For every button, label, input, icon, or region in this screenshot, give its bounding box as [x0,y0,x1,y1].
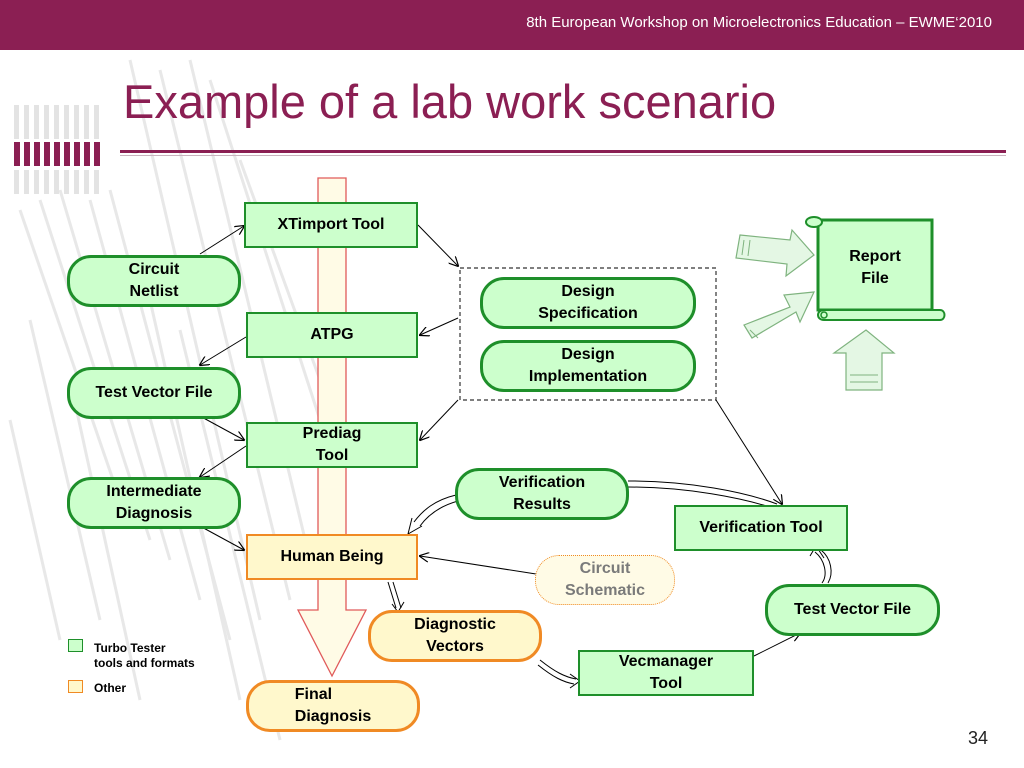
arrow-intermediate-to-human [197,524,244,550]
slide-title: Example of a lab work scenario [123,75,777,128]
block-arrow-report-2 [743,291,815,339]
double-arrow-verif-results [627,480,778,505]
legend-label-turbo-tester: Turbo Tester tools and formats [94,641,195,670]
arrow-atpg-to-testvector [200,336,247,365]
arrow-xtimport-to-design [417,224,458,266]
circuit-netlist-box: Circuit Netlist [67,255,241,307]
arrow-design-to-atpg [420,317,459,335]
circuit-schematic-box: Circuit Schematic [535,555,675,605]
arrow-testvector-to-prediag [197,414,244,440]
page-number: 34 [967,728,988,748]
decorative-background-pattern [8,59,322,741]
design-specification-box: Design Specification [480,277,696,329]
double-arrow-testvector-to-verif [814,551,826,584]
block-arrow-report-1 [735,228,815,278]
block-arrow-report-3 [832,329,896,391]
final-diagnosis-box: Final Diagnosis [246,680,420,732]
legend-swatch-turbo-tester [68,639,83,652]
header-text: 8th European Workshop on Microelectronic… [526,14,992,31]
double-arrow-diagnostic-to-vecmanager [539,659,577,680]
arrow-netlist-to-xtimport [199,226,244,255]
arrow-prediag-to-intermediate [200,445,247,477]
xtimport-tool-box: XTimport Tool [244,202,418,248]
design-implementation-box: Design Implementation [480,340,696,392]
title-divider-thin [120,155,1006,156]
design-group-dashed [459,267,717,401]
header-bar: 8th European Workshop on Microelectronic… [0,0,1024,50]
double-arrow-human-to-diagnostic [387,581,397,609]
atpg-box: ATPG [246,312,418,358]
test-vector-file-left-box: Test Vector File [67,367,241,419]
test-vector-file-right-box: Test Vector File [765,584,940,636]
report-file-scroll [805,216,946,321]
human-being-box: Human Being [246,534,418,580]
arrow-design-to-prediag [420,399,459,440]
legend-swatch-other [68,680,83,693]
intermediate-diagnosis-box: Intermediate Diagnosis [67,477,241,529]
arrow-schematic-to-human [420,556,537,575]
arrow-vecmanager-to-testvector [753,633,800,657]
verification-results-box: Verification Results [455,468,629,520]
legend-label-other: Other [94,681,127,695]
vecmanager-tool-box: Vecmanager Tool [578,650,754,696]
arrow-design-to-verification-tool [715,399,782,504]
verification-tool-box: Verification Tool [674,505,848,551]
prediag-tool-box: Prediag Tool [246,422,418,468]
diagnostic-vectors-box: Diagnostic Vectors [368,610,542,662]
title-divider [120,150,1006,153]
report-file-label: Report File [849,248,901,287]
